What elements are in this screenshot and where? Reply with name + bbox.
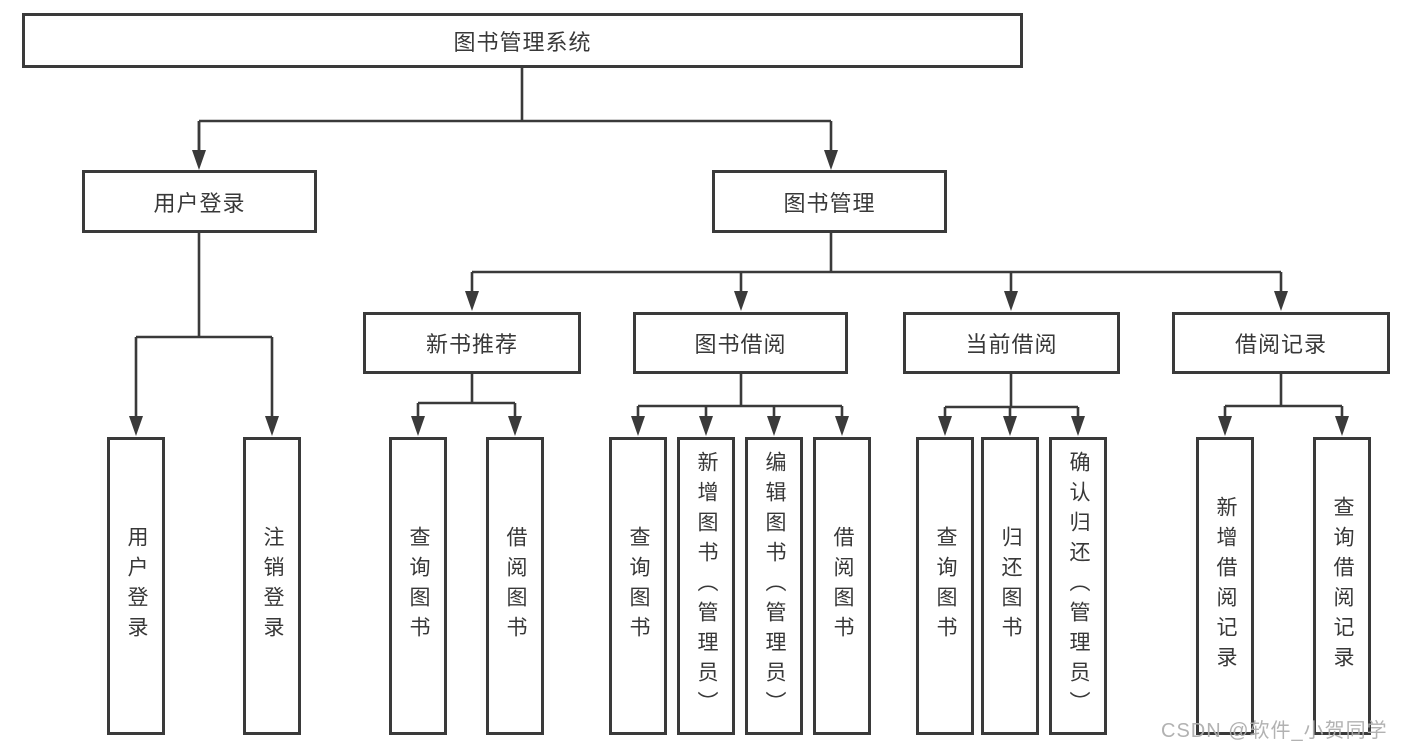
node-label: 图书管理系统 bbox=[453, 29, 592, 55]
node-label: 图书借阅 bbox=[694, 332, 787, 357]
leaf-logout: 注销登录 bbox=[243, 437, 301, 735]
node-label: 图书管理 bbox=[783, 190, 876, 216]
leaf-query-books-1: 查询图书 bbox=[389, 437, 447, 735]
node-label: 确认归还（管理员） bbox=[1067, 451, 1090, 721]
leaf-confirm-return-admin: 确认归还（管理员） bbox=[1049, 437, 1107, 735]
node-label: 查询图书 bbox=[934, 526, 957, 646]
node-library-management-system: 图书管理系统 bbox=[22, 13, 1023, 68]
node-label: 注销登录 bbox=[261, 526, 284, 646]
leaf-add-books-admin: 新增图书（管理员） bbox=[677, 437, 735, 735]
leaf-query-borrow-record: 查询借阅记录 bbox=[1313, 437, 1371, 735]
node-label: 用户登录 bbox=[153, 190, 246, 216]
node-label: 借阅图书 bbox=[504, 526, 527, 646]
node-book-borrowing: 图书借阅 bbox=[633, 312, 848, 374]
edge-root-to-level2 bbox=[197, 67, 833, 420]
node-label: 归还图书 bbox=[999, 526, 1022, 646]
csdn-watermark: CSDN @软件_小贺同学 bbox=[1161, 720, 1388, 742]
leaf-add-borrow-record: 新增借阅记录 bbox=[1196, 437, 1254, 735]
node-label: 借阅图书 bbox=[831, 526, 854, 646]
edge-bookmgmt-children bbox=[470, 233, 1283, 296]
leaf-query-books-2: 查询图书 bbox=[609, 437, 667, 735]
leaf-return-books: 归还图书 bbox=[981, 437, 1039, 735]
node-label: 查询借阅记录 bbox=[1331, 496, 1354, 676]
node-book-management-branch: 图书管理 bbox=[712, 170, 947, 233]
leaf-query-books-3: 查询图书 bbox=[916, 437, 974, 735]
edge-records-children bbox=[1223, 374, 1344, 420]
node-new-book-recommendation: 新书推荐 bbox=[363, 312, 581, 374]
node-label: 用户登录 bbox=[125, 526, 148, 646]
node-label: 新增借阅记录 bbox=[1214, 496, 1237, 676]
edge-current-children bbox=[943, 374, 1080, 420]
leaf-edit-books-admin: 编辑图书（管理员） bbox=[745, 437, 803, 735]
node-label: 查询图书 bbox=[407, 526, 430, 646]
node-user-login-branch: 用户登录 bbox=[82, 170, 317, 233]
edge-borrow-children bbox=[636, 374, 844, 420]
node-label: 新增图书（管理员） bbox=[695, 451, 718, 721]
node-label: 当前借阅 bbox=[965, 332, 1058, 357]
node-label: 借阅记录 bbox=[1234, 332, 1327, 357]
edge-userlogin-children bbox=[134, 233, 274, 420]
leaf-borrow-books-1: 借阅图书 bbox=[486, 437, 544, 735]
node-label: 新书推荐 bbox=[425, 332, 518, 357]
leaf-borrow-books-2: 借阅图书 bbox=[813, 437, 871, 735]
node-label: 编辑图书（管理员） bbox=[763, 451, 786, 721]
leaf-user-login: 用户登录 bbox=[107, 437, 165, 735]
node-current-borrowing: 当前借阅 bbox=[903, 312, 1120, 374]
edge-newbook-children bbox=[416, 374, 517, 420]
node-borrowing-records: 借阅记录 bbox=[1172, 312, 1390, 374]
node-label: 查询图书 bbox=[627, 526, 650, 646]
arrowheads bbox=[129, 150, 1349, 436]
